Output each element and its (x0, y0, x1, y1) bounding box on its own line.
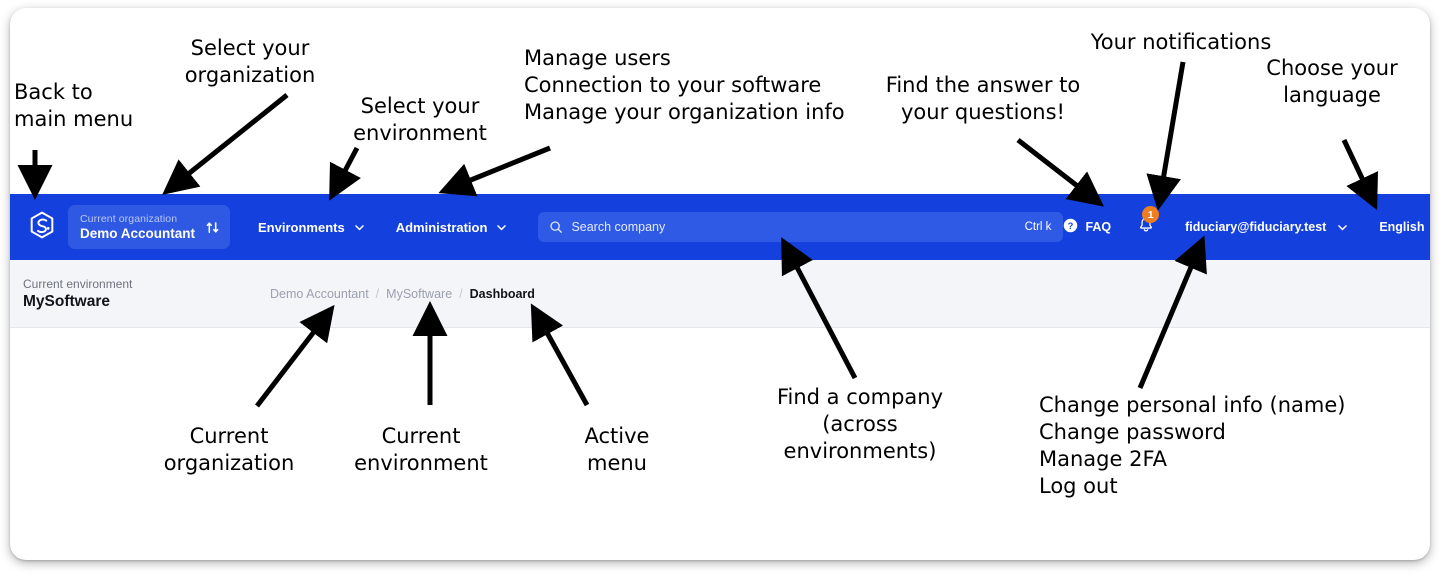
top-navbar: Current organization Demo Accountant Env… (10, 194, 1430, 260)
organization-value: Demo Accountant (80, 225, 196, 241)
svg-text:?: ? (1068, 221, 1074, 231)
chevron-down-icon (495, 221, 508, 234)
search-shortcut-hint: Ctrl k (1024, 221, 1052, 233)
language-selector[interactable]: English (1379, 220, 1424, 234)
user-email-label: fiduciary@fiduciary.test (1185, 220, 1327, 234)
brand-hexagon-logo-icon (27, 210, 57, 245)
search-icon (549, 220, 563, 234)
notifications-button[interactable]: 1 (1133, 206, 1160, 240)
search-input[interactable] (571, 220, 1017, 234)
organization-switcher-texts: Current organization Demo Accountant (80, 213, 195, 242)
chevron-down-icon (353, 221, 366, 234)
organization-label: Current organization (80, 212, 178, 225)
environment-subheader: Current environment MySoftware Demo Acco… (10, 260, 1430, 328)
navbar-right-group: ? FAQ 1 fiduciary@fiduciary.te (1063, 206, 1430, 240)
nav-item-environments-label: Environments (258, 219, 345, 235)
nav-item-administration-label: Administration (395, 219, 488, 235)
notifications-count-badge: 1 (1142, 206, 1160, 223)
breadcrumb-item-organization[interactable]: Demo Accountant (270, 286, 369, 301)
current-environment-label: Current environment (23, 276, 133, 291)
breadcrumb-item-environment[interactable]: MySoftware (386, 286, 453, 301)
faq-label: FAQ (1085, 220, 1112, 234)
nav-item-environments[interactable]: Environments (252, 214, 372, 241)
navbar-menu: Environments Administration (252, 214, 514, 241)
question-circle-icon: ? (1063, 218, 1078, 236)
language-label: English (1379, 220, 1425, 234)
faq-button[interactable]: ? FAQ (1063, 218, 1111, 236)
user-menu-button[interactable]: fiduciary@fiduciary.test (1185, 220, 1349, 234)
breadcrumb-separator: / (375, 286, 380, 301)
organization-switcher[interactable]: Current organization Demo Accountant (68, 205, 231, 249)
breadcrumb: Demo Accountant / MySoftware / Dashboard (270, 287, 535, 301)
breadcrumb-item-dashboard[interactable]: Dashboard (469, 286, 535, 301)
nav-item-administration[interactable]: Administration (390, 214, 515, 241)
current-environment-value: MySoftware (23, 292, 110, 310)
current-environment-block: Current environment MySoftware (10, 276, 260, 312)
company-search[interactable]: Ctrl k (538, 212, 1064, 242)
brand-logo-button[interactable] (22, 207, 62, 247)
sort-updown-icon (205, 220, 220, 235)
app-window: Current organization Demo Accountant Env… (10, 8, 1430, 560)
breadcrumb-separator: / (459, 286, 463, 301)
chevron-down-icon (1336, 221, 1349, 234)
